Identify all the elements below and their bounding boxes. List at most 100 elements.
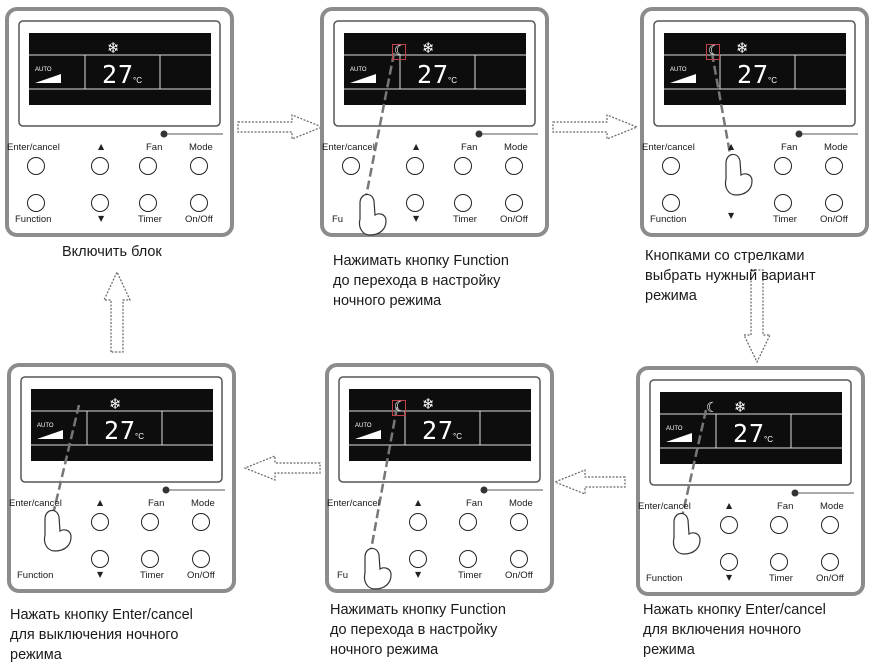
caption-line: ночного режима xyxy=(330,642,439,658)
onoff-label: On/Off xyxy=(820,214,848,225)
caption-line: ночного режима xyxy=(333,293,442,309)
onoff-button[interactable] xyxy=(821,553,839,571)
fan-label: Fan xyxy=(781,142,798,153)
function-label: Function xyxy=(650,214,687,225)
fan-label: Fan xyxy=(466,498,483,509)
temperature-readout: 27 xyxy=(102,60,135,89)
remote-panel-5: ☾ ❄ AUTO 27 °C Enter/cancel ▲ Fan Mode F… xyxy=(325,363,554,593)
arrow-left-5 xyxy=(243,455,321,481)
onoff-label: On/Off xyxy=(187,570,215,581)
moon-icon: ☾ xyxy=(394,43,407,59)
mode-button[interactable] xyxy=(192,513,210,531)
up-button[interactable] xyxy=(91,157,109,175)
enter-cancel-button[interactable] xyxy=(342,157,360,175)
timer-button[interactable] xyxy=(141,550,159,568)
down-button[interactable] xyxy=(720,553,738,571)
temperature-readout: 27 xyxy=(733,419,766,448)
mode-button[interactable] xyxy=(505,157,523,175)
down-arrow-label: ▼ xyxy=(98,214,105,223)
caption-line: до перехода в настройку xyxy=(330,622,498,638)
mode-button[interactable] xyxy=(821,516,839,534)
timer-button[interactable] xyxy=(774,194,792,212)
onoff-button[interactable] xyxy=(192,550,210,568)
unit-label: °C xyxy=(768,76,777,85)
enter-cancel-label: Enter/cancel xyxy=(327,498,380,509)
mode-label: Mode xyxy=(189,142,213,153)
up-button[interactable] xyxy=(409,513,427,531)
fan-button[interactable] xyxy=(770,516,788,534)
down-arrow-label: ▼ xyxy=(728,211,735,220)
snowflake-icon: ❄ xyxy=(107,39,120,57)
down-button[interactable] xyxy=(409,550,427,568)
mode-label: Mode xyxy=(509,498,533,509)
arrow-right-2 xyxy=(552,114,639,140)
onoff-button[interactable] xyxy=(825,194,843,212)
timer-label: Timer xyxy=(453,214,477,225)
fan-label: Fan xyxy=(777,501,794,512)
up-button[interactable] xyxy=(91,513,109,531)
unit-label: °C xyxy=(764,435,773,444)
up-button[interactable] xyxy=(720,516,738,534)
snowflake-icon: ❄ xyxy=(734,398,747,416)
timer-button[interactable] xyxy=(454,194,472,212)
onoff-label: On/Off xyxy=(185,214,213,225)
down-arrow-label: ▼ xyxy=(415,570,422,579)
mode-label: Mode xyxy=(191,498,215,509)
night-mode-highlight xyxy=(706,44,720,60)
up-arrow-label: ▲ xyxy=(413,142,420,151)
caption-line: для выключения ночного xyxy=(10,627,179,643)
function-button[interactable] xyxy=(27,194,45,212)
mode-button[interactable] xyxy=(190,157,208,175)
remote-panel-2: ☾ ❄ AUTO 27 °C Enter/cancel ▲ Fan Mode F… xyxy=(320,7,549,237)
fan-button[interactable] xyxy=(774,157,792,175)
timer-button[interactable] xyxy=(459,550,477,568)
up-arrow-label: ▲ xyxy=(415,498,422,507)
onoff-button[interactable] xyxy=(505,194,523,212)
down-button[interactable] xyxy=(91,194,109,212)
down-arrow-label: ▼ xyxy=(97,570,104,579)
enter-cancel-label: Enter/cancel xyxy=(9,498,62,509)
remote-body xyxy=(325,363,554,593)
fan-label: Fan xyxy=(148,498,165,509)
temperature-readout: 27 xyxy=(104,416,137,445)
mode-button[interactable] xyxy=(510,513,528,531)
enter-cancel-label: Enter/cancel xyxy=(638,501,691,512)
up-button[interactable] xyxy=(406,157,424,175)
mode-label: Mode xyxy=(504,142,528,153)
enter-cancel-button[interactable] xyxy=(662,157,680,175)
auto-label: AUTO xyxy=(37,423,54,429)
caption-step-1: Включить блок xyxy=(62,242,162,262)
night-mode-highlight xyxy=(392,400,406,416)
down-button[interactable] xyxy=(91,550,109,568)
down-button[interactable] xyxy=(406,194,424,212)
up-arrow-label: ▲ xyxy=(726,501,733,510)
arrow-right-1 xyxy=(237,114,324,140)
enter-cancel-button[interactable] xyxy=(27,157,45,175)
fan-button[interactable] xyxy=(139,157,157,175)
enter-cancel-label: Enter/cancel xyxy=(7,142,60,153)
fan-button[interactable] xyxy=(459,513,477,531)
fan-button[interactable] xyxy=(141,513,159,531)
timer-button[interactable] xyxy=(139,194,157,212)
timer-label: Timer xyxy=(138,214,162,225)
mode-button[interactable] xyxy=(825,157,843,175)
function-label: Function xyxy=(15,214,52,225)
moon-icon: ☾ xyxy=(394,399,407,415)
remote-body xyxy=(7,363,236,593)
caption-step-6: Нажать кнопку Enter/cancel для выключени… xyxy=(10,605,193,665)
timer-label: Timer xyxy=(769,573,793,584)
function-button[interactable] xyxy=(662,194,680,212)
caption-line: Нажать кнопку Enter/cancel xyxy=(643,602,826,618)
remote-panel-3: ☾ ❄ AUTO 27 °C Enter/cancel ▲ Fan Mode F… xyxy=(640,7,869,237)
onoff-button[interactable] xyxy=(190,194,208,212)
caption-line: Нажимать кнопку Function xyxy=(333,253,509,269)
timer-label: Timer xyxy=(773,214,797,225)
temperature-readout: 27 xyxy=(422,416,455,445)
function-label: Fu xyxy=(337,570,349,581)
enter-cancel-label: Enter/cancel xyxy=(642,142,695,153)
moon-icon: ☾ xyxy=(706,400,719,416)
onoff-button[interactable] xyxy=(510,550,528,568)
fan-button[interactable] xyxy=(454,157,472,175)
fan-label: Fan xyxy=(146,142,163,153)
timer-button[interactable] xyxy=(770,553,788,571)
